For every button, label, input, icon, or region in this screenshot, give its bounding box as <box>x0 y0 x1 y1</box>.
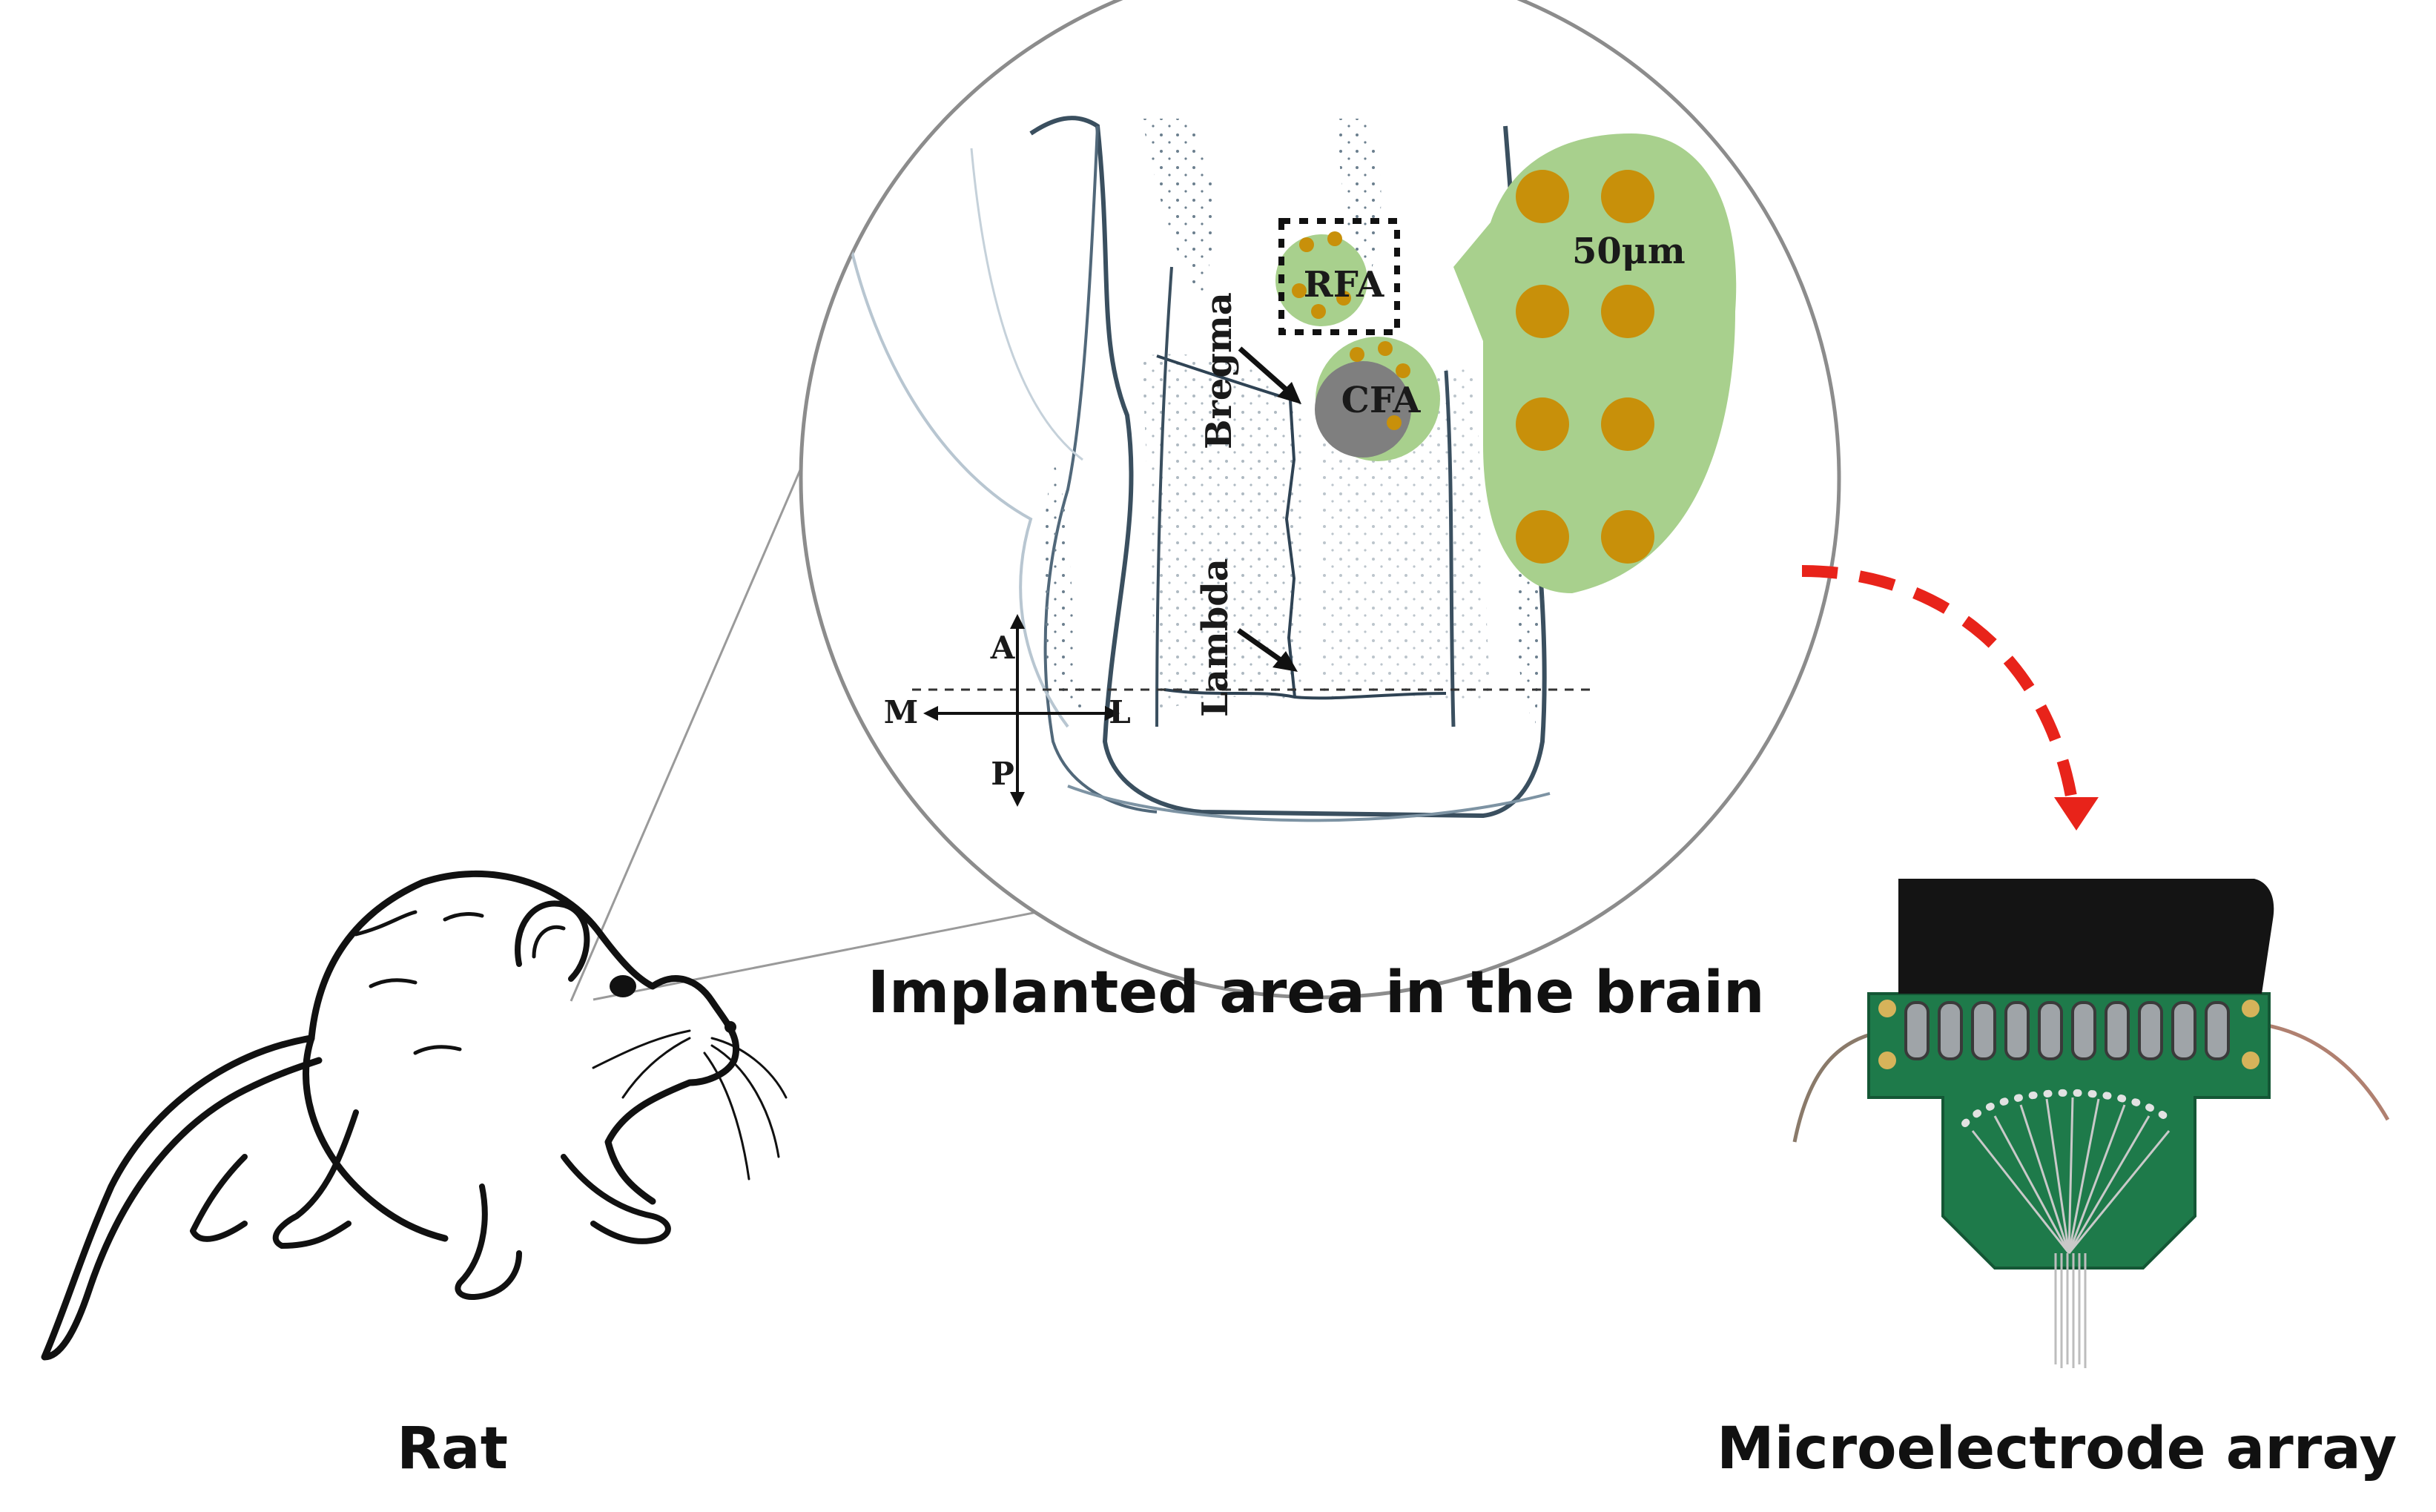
rfa-electrode <box>1327 231 1342 246</box>
cfa-region: CFA <box>1315 337 1440 461</box>
bregma-arrow <box>1238 346 1294 397</box>
electrode-site <box>1516 397 1569 451</box>
electrode-site <box>1601 285 1654 338</box>
connector-pins <box>1904 1001 2230 1060</box>
array-caption: Microelectrode array <box>1717 1416 2397 1482</box>
rfa-label: RFA <box>1304 264 1384 306</box>
scale-label: 50μm <box>1572 231 1686 272</box>
rat-caption: Rat <box>397 1416 508 1482</box>
cfa-gray-disk <box>1315 361 1411 458</box>
axis-l-label: L <box>1109 694 1131 730</box>
electrode-site <box>1601 170 1654 223</box>
electrode-site <box>1601 397 1654 451</box>
cfa-electrode <box>1387 415 1402 430</box>
axis-p-label: P <box>991 756 1014 792</box>
rfa-electrode <box>1311 304 1326 319</box>
zoom-line-lower <box>593 896 1113 1001</box>
axis-m-label: M <box>884 694 919 730</box>
bregma-label: Bregma <box>1198 292 1240 449</box>
electrode-site <box>1601 510 1654 564</box>
rfa-selection-box <box>1278 218 1400 335</box>
cfa-electrode <box>1378 341 1393 356</box>
lambda-label: Lambda <box>1195 558 1236 717</box>
rfa-region: RFA <box>1275 218 1400 335</box>
brain-magnifier: RFA CFA 50μm Bregma <box>799 0 1841 1000</box>
rfa-electrode <box>1292 283 1307 298</box>
axis-a-label: A <box>990 630 1016 666</box>
implant-arrow <box>1801 565 2099 831</box>
electrode-site <box>1516 170 1569 223</box>
cfa-label: CFA <box>1341 380 1421 421</box>
cfa-electrode <box>1350 347 1364 362</box>
zoom-line-upper <box>570 459 806 1002</box>
bregma-arrowhead <box>1277 382 1301 404</box>
electrode-site <box>1516 285 1569 338</box>
microelectrode-array-device <box>1792 879 2390 1368</box>
rat-nose <box>724 1021 736 1033</box>
cfa-electrode <box>1396 363 1410 378</box>
electrode-site <box>1516 510 1569 564</box>
connector-housing <box>1898 879 2274 994</box>
electrode-layout-callout: 50μm <box>1453 133 1737 593</box>
rfa-electrode <box>1336 291 1351 306</box>
lambda-arrow <box>1236 628 1288 666</box>
rat-eye <box>610 975 636 997</box>
implant-area-caption: Implanted area in the brain <box>868 960 1765 1026</box>
lambda-arrowhead <box>1273 651 1298 672</box>
rat-drawing <box>41 871 788 1361</box>
orientation-axes: A P M L <box>884 614 1131 807</box>
skull-drawing <box>844 116 1551 822</box>
electrode-wires <box>2054 1253 2087 1368</box>
fanout-traces <box>1971 1097 2171 1254</box>
rfa-electrode <box>1299 237 1314 252</box>
